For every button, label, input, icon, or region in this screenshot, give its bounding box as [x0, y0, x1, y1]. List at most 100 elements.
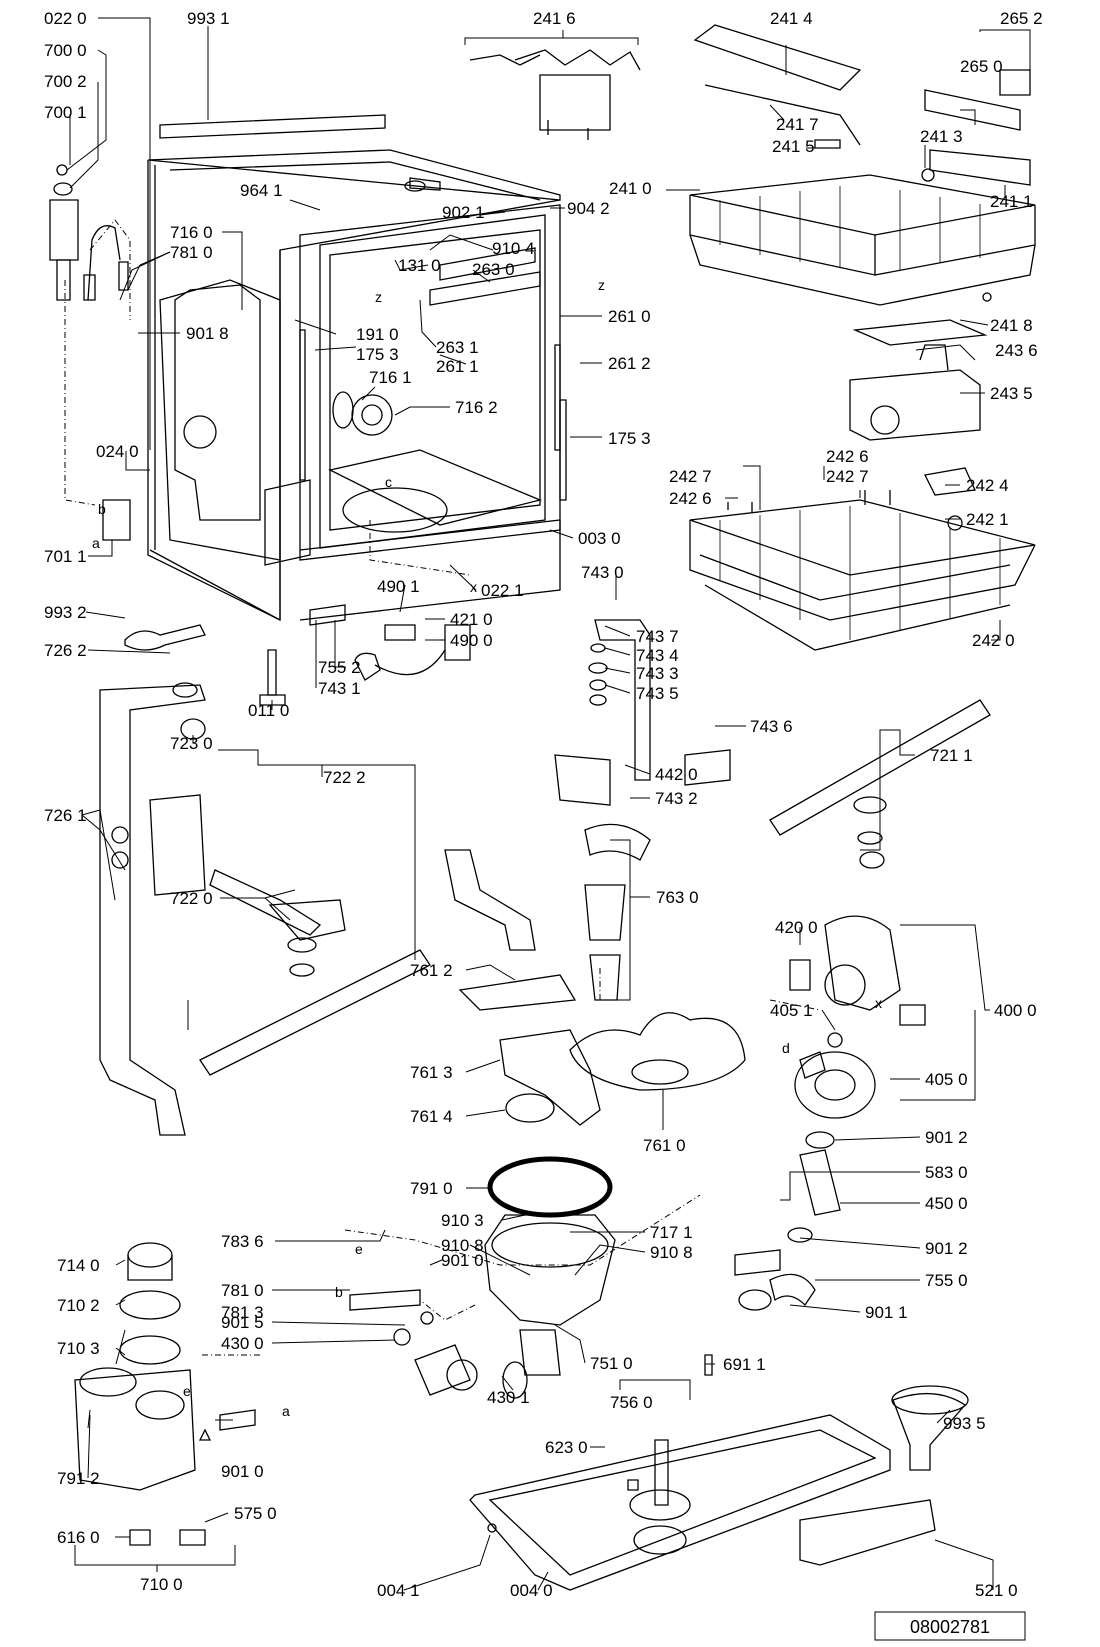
label-781-0: 781 0	[170, 243, 213, 262]
label-901-0-upper: 901 0	[441, 1251, 484, 1270]
label-710-2: 710 2	[57, 1296, 100, 1315]
label-265-2: 265 2	[1000, 9, 1043, 28]
label-265-0: 265 0	[960, 57, 1003, 76]
spray-arm-and-pipes-drawing	[99, 682, 991, 1136]
label-241-0: 241 0	[609, 179, 652, 198]
label-726-2: 726 2	[44, 641, 87, 660]
label-901-2-upper: 901 2	[925, 1128, 968, 1147]
label-781-3: 781 3	[221, 1303, 264, 1322]
label-242-4: 242 4	[966, 476, 1009, 495]
label-700-0: 700 0	[44, 41, 87, 60]
lower-basket-drawing	[689, 490, 1036, 651]
label-241-5: 241 5	[772, 137, 815, 156]
label-910-3: 910 3	[441, 1211, 484, 1230]
label-964-1: 964 1	[240, 181, 283, 200]
label-755-2: 755 2	[318, 658, 361, 677]
label-755-0: 755 0	[925, 1271, 968, 1290]
label-743-4: 743 4	[636, 646, 679, 665]
letter-z-2: z	[598, 277, 605, 293]
label-191-0: 191 0	[356, 325, 399, 344]
label-003-0: 003 0	[578, 529, 621, 548]
dashed-assembly-lines	[64, 219, 821, 1356]
letter-e-1: e	[355, 1241, 363, 1257]
label-761-0: 761 0	[643, 1136, 686, 1155]
label-261-2: 261 2	[608, 354, 651, 373]
letter-x-1: x	[470, 579, 477, 595]
letter-b-2: b	[335, 1284, 343, 1300]
label-004-0: 004 0	[510, 1581, 553, 1600]
cabinet-drawing	[147, 149, 567, 622]
wiring-and-sump-drawing	[124, 604, 746, 1399]
label-022-1: 022 1	[481, 581, 524, 600]
label-743-6: 743 6	[750, 717, 793, 736]
label-721-1: 721 1	[930, 746, 973, 765]
label-405-0: 405 0	[925, 1070, 968, 1089]
label-756-0: 756 0	[610, 1393, 653, 1412]
label-242-0: 242 0	[972, 631, 1015, 650]
label-726-1: 726 1	[44, 806, 87, 825]
letter-a-2: a	[282, 1403, 290, 1419]
drawing-reference-box: 08002781	[874, 1611, 1026, 1641]
label-575-0: 575 0	[234, 1504, 277, 1523]
label-700-2: 700 2	[44, 72, 87, 91]
label-011-0: 011 0	[248, 701, 289, 720]
leader-lines	[66, 17, 1031, 1591]
label-241-1: 241 1	[990, 192, 1033, 211]
label-910-8-left: 910 8	[441, 1236, 484, 1255]
label-623-0: 623 0	[545, 1438, 588, 1457]
label-901-2-lower: 901 2	[925, 1239, 968, 1258]
label-743-1: 743 1	[318, 679, 361, 698]
label-450-0: 450 0	[925, 1194, 968, 1213]
label-710-3: 710 3	[57, 1339, 100, 1358]
label-242-7-right: 242 7	[826, 467, 869, 486]
label-716-1: 716 1	[369, 368, 412, 387]
reference-number: 08002781	[910, 1617, 990, 1637]
label-241-3: 241 3	[920, 127, 963, 146]
label-261-0: 261 0	[608, 307, 651, 326]
label-993-1: 993 1	[187, 9, 230, 28]
letter-e-2: e	[183, 1383, 191, 1399]
label-722-2: 722 2	[323, 768, 366, 787]
label-743-7: 743 7	[636, 627, 679, 646]
letter-d: d	[782, 1040, 790, 1056]
label-490-0: 490 0	[450, 631, 493, 650]
label-761-2: 761 2	[410, 961, 453, 980]
label-261-1: 261 1	[436, 357, 479, 376]
label-716-2: 716 2	[455, 398, 498, 417]
upper-basket-drawing	[689, 174, 1036, 531]
label-723-0: 723 0	[170, 734, 213, 753]
label-521-0: 521 0	[975, 1581, 1018, 1600]
label-717-1: 717 1	[650, 1223, 693, 1242]
label-243-5: 243 5	[990, 384, 1033, 403]
letter-a-1: a	[92, 535, 100, 551]
label-743-2: 743 2	[655, 789, 698, 808]
letter-b-1: b	[98, 501, 106, 517]
label-901-8: 901 8	[186, 324, 229, 343]
label-751-0: 751 0	[590, 1354, 633, 1373]
label-993-2: 993 2	[44, 603, 87, 622]
label-743-0: 743 0	[581, 563, 624, 582]
letter-z-1: z	[375, 289, 382, 305]
label-242-7-left: 242 7	[669, 467, 712, 486]
label-420-0: 420 0	[775, 918, 818, 937]
label-761-4: 761 4	[410, 1107, 453, 1126]
label-442-0: 442 0	[655, 765, 698, 784]
label-616-0: 616 0	[57, 1528, 100, 1547]
label-700-1: 700 1	[44, 103, 87, 122]
pump-and-softener-drawing	[74, 915, 969, 1591]
label-791-2: 791 2	[57, 1469, 100, 1488]
label-024-0: 024 0	[96, 442, 139, 461]
label-901-0-lower: 901 0	[221, 1462, 264, 1481]
label-902-1: 902 1	[442, 203, 485, 222]
reference-frame	[874, 1611, 1026, 1641]
label-263-0: 263 0	[472, 260, 515, 279]
label-901-5: 901 5	[221, 1313, 264, 1332]
label-241-4: 241 4	[770, 9, 813, 28]
label-910-4: 910 4	[492, 239, 535, 258]
label-175-3-lower: 175 3	[608, 429, 651, 448]
label-490-1: 490 1	[377, 577, 420, 596]
label-241-8: 241 8	[990, 316, 1033, 335]
label-904-2: 904 2	[567, 199, 610, 218]
label-430-0: 430 0	[221, 1334, 264, 1353]
label-242-1: 242 1	[966, 510, 1009, 529]
